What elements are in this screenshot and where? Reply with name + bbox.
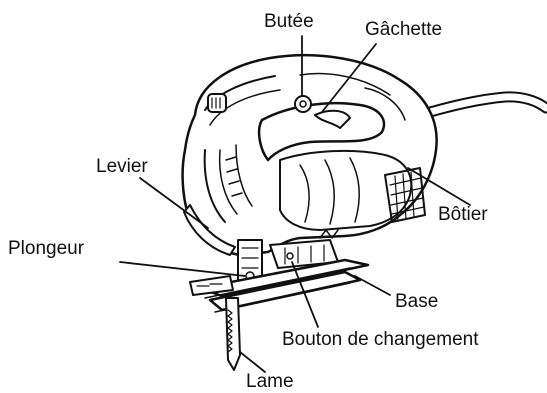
leader-plongeur <box>120 262 245 276</box>
label-plongeur: Plongeur <box>8 239 84 258</box>
label-bouton: Bouton de changement <box>282 330 479 349</box>
label-gachette: Gâchette <box>365 20 442 39</box>
leader-lame <box>240 352 265 372</box>
label-base: Base <box>395 292 438 311</box>
label-lame: Lame <box>246 372 294 391</box>
label-levier: Levier <box>96 157 148 176</box>
leader-base <box>355 276 390 295</box>
label-butee: Butée <box>264 12 314 31</box>
label-botier: Bôtier <box>438 205 488 224</box>
housing-outline <box>183 55 437 255</box>
lock-button <box>295 96 311 112</box>
